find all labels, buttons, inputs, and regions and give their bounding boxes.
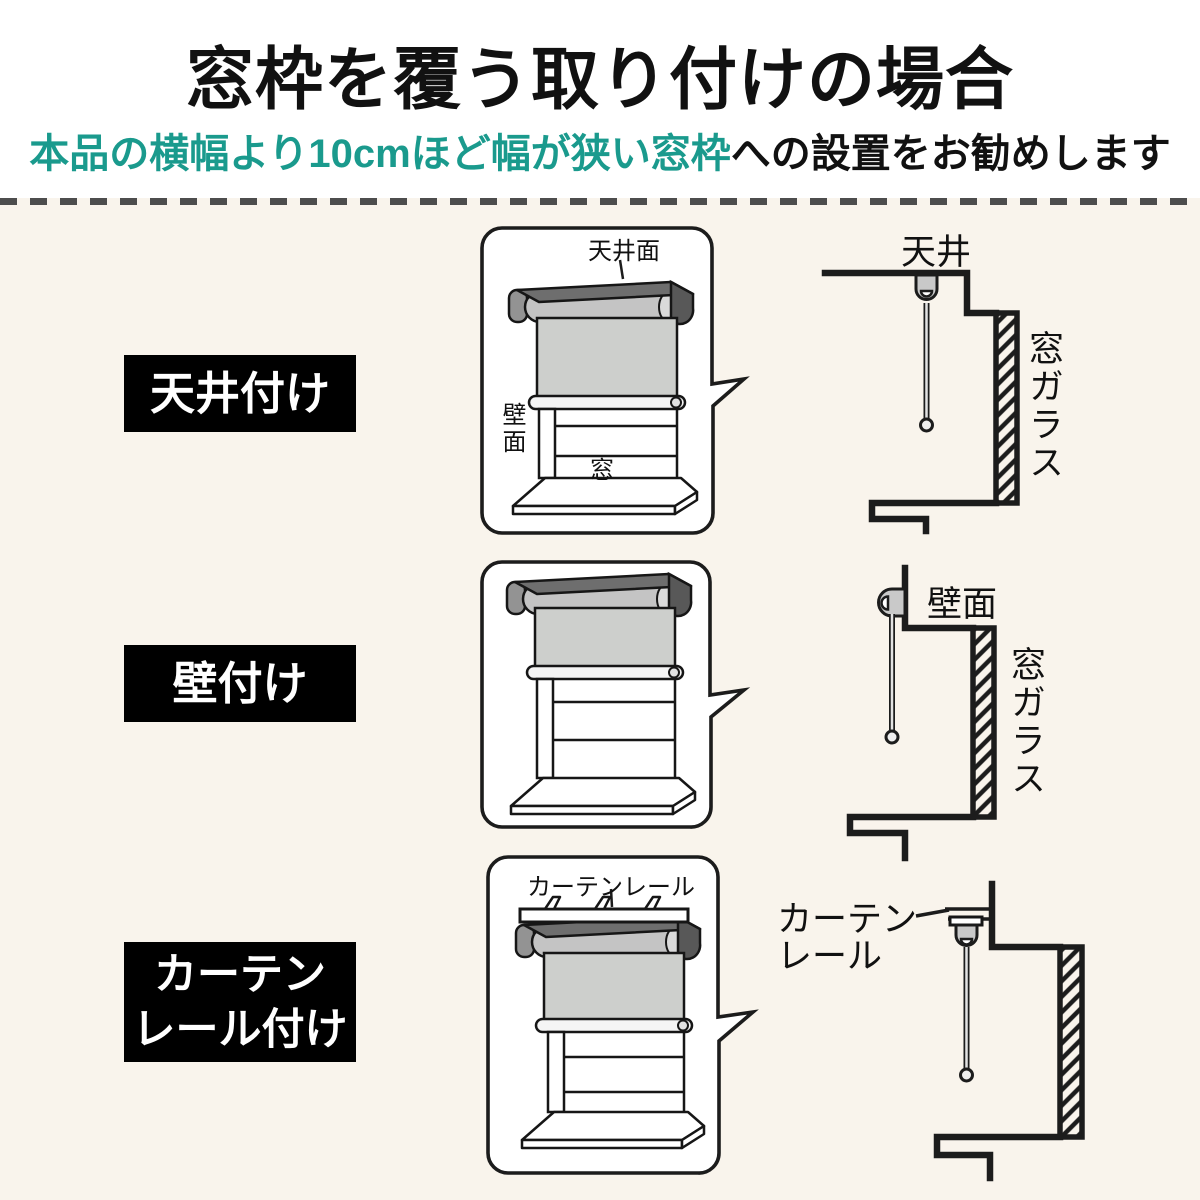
wall-line <box>988 880 1064 951</box>
window-illustration-ceiling <box>480 226 750 535</box>
sill-step-line <box>846 813 977 862</box>
window-illustration-curtain-rail <box>486 855 759 1175</box>
mount-label-ceiling: 天井付け <box>124 355 356 432</box>
mount-label-curtain-rail: カーテン レール付け <box>124 942 356 1062</box>
label-wall-surface: 壁面 <box>498 402 525 456</box>
window-glass-hatch <box>970 625 997 820</box>
cord-ball <box>919 417 934 433</box>
cross-section-ceiling <box>821 269 1020 535</box>
mount-label-line2: レール付け <box>132 1006 348 1054</box>
cross-section-wall <box>846 564 997 862</box>
bracket-detail <box>919 289 934 298</box>
label-curtain-rail-section: カーテン レール <box>777 901 917 975</box>
label-curtain-rail: カーテンレール <box>527 874 695 901</box>
label-ceiling: 天井 <box>900 233 971 272</box>
mount-label-line1: カーテン <box>154 951 326 999</box>
cross-section-curtain-rail <box>915 880 1085 1182</box>
window-glass-hatch <box>1057 944 1085 1140</box>
label-pointer-line <box>618 259 625 280</box>
label-curtain-rail-line1: カーテン <box>777 900 918 939</box>
window-illustration-wall <box>480 560 751 829</box>
sill-step-line <box>868 499 1000 535</box>
window-frame <box>509 677 697 816</box>
window-frame <box>520 1030 706 1150</box>
ceiling-line <box>821 269 1000 317</box>
curtain-rail-section <box>945 907 992 927</box>
roller-blind <box>507 279 695 411</box>
subtitle-rest: への設置をお勧めします <box>730 132 1171 176</box>
roller-blind <box>505 571 693 681</box>
bracket-detail <box>959 937 974 946</box>
curtain-rail <box>518 895 690 924</box>
subtitle-highlight: 本品の横幅より10cmほど幅が狭い窓枠 <box>29 132 731 176</box>
sill-step-line <box>933 1133 1064 1182</box>
cord-ball <box>884 729 900 745</box>
page-title: 窓枠を覆う取り付けの場合 <box>185 42 1014 118</box>
header: 窓枠を覆う取り付けの場合 本品の横幅より10cmほど幅が狭い窓枠への設置をお勧め… <box>0 0 1200 198</box>
subtitle: 本品の横幅より10cmほど幅が狭い窓枠への設置をお勧めします <box>0 121 1200 179</box>
label-pointer-line <box>609 888 614 908</box>
label-window: 窓 <box>590 457 614 484</box>
window-frame <box>511 407 699 516</box>
label-window-glass: 窓ガラス <box>1024 330 1063 482</box>
label-ceiling-surface: 天井面 <box>588 238 660 265</box>
mount-label-wall: 壁付け <box>124 645 356 722</box>
cord-ball <box>959 1067 974 1083</box>
label-pointer-line <box>915 908 950 918</box>
label-wall: 壁面 <box>926 585 997 624</box>
window-glass-hatch <box>993 310 1020 506</box>
roller-blind <box>514 914 702 1034</box>
bracket-detail <box>880 595 890 611</box>
label-curtain-rail-line2: レール <box>777 937 883 976</box>
label-window-glass: 窓ガラス <box>1006 646 1045 798</box>
dashed-divider <box>0 198 1200 205</box>
